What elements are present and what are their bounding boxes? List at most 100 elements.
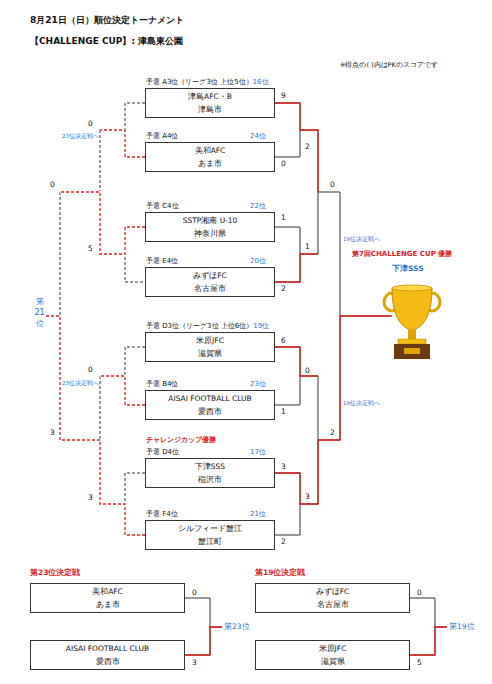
- team-city: 名古屋市: [256, 598, 409, 611]
- team-box: 予選 B4位23位AISAI FOOTBALL CLUB愛西市: [145, 390, 275, 420]
- rank-label: 17位: [250, 447, 266, 457]
- team-box: 予選 A4位24位美和AFCあま市: [145, 142, 275, 172]
- bracket-connector: [275, 103, 300, 157]
- team-city: 愛西市: [31, 655, 184, 668]
- team-box: 予選 E4位20位みずほFC名古屋市: [145, 267, 275, 297]
- award-note: チャレンジカップ優勝: [146, 435, 216, 445]
- route-note: 23位決定戦へ: [62, 133, 99, 140]
- seed-header: 予選 F4位 21位: [146, 509, 266, 519]
- title: 8月21日（日）順位決定トーナメント: [30, 15, 184, 26]
- underlay-line: [60, 192, 145, 254]
- team-name: 津島AFC・B: [146, 89, 274, 103]
- underlay: [45, 130, 145, 535]
- score: 1: [281, 213, 286, 222]
- rank-label: 20位: [250, 256, 266, 266]
- score: 9: [281, 91, 286, 100]
- rank-label: 21位: [250, 509, 266, 519]
- score: 3: [305, 492, 310, 501]
- rank-label: 22位: [250, 201, 266, 211]
- bracket-lines: [210, 130, 447, 627]
- winner-line: [100, 130, 145, 157]
- team-city: あま市: [31, 598, 184, 611]
- seed-label: 予選 E4位: [146, 256, 178, 266]
- score: 0: [281, 159, 286, 168]
- trophy-cup: [392, 288, 432, 330]
- team-box: 予選 F4位21位シルフィード蟹江蟹江町: [145, 520, 275, 550]
- score: 3: [88, 493, 93, 502]
- winner-line: [275, 316, 392, 504]
- team-city: 蟹江町: [146, 535, 274, 548]
- team-city: 稲沢市: [146, 473, 274, 486]
- champion-name: 下津SSS: [392, 264, 424, 273]
- seed-header: 予選 D3位（リーグ3位 上位6位）19位: [146, 321, 266, 331]
- bracket-connector: [185, 598, 210, 655]
- team-box: 予選 A3位（リーグ3位 上位5位）16位津島AFC・B津島市: [145, 88, 275, 118]
- team-name: 美和AFC: [31, 584, 184, 598]
- score: 1: [305, 242, 310, 251]
- bracket-line: [300, 130, 340, 254]
- team-box: チャレンジカップ優勝予選 D4位17位下津SSS稲沢市: [145, 458, 275, 488]
- score: 0: [50, 180, 55, 189]
- seed-header: 予選 A4位24位: [146, 131, 266, 141]
- trophy-base: [398, 339, 426, 344]
- winner-line: [60, 192, 145, 254]
- team-box: 予選 D3位（リーグ3位 上位6位）19位米原JFC滋賀県: [145, 332, 275, 362]
- score: 0: [305, 366, 310, 375]
- team-name: 美和AFC: [146, 143, 274, 157]
- team-city: 津島市: [146, 103, 274, 116]
- score: 0: [88, 365, 93, 374]
- winner-lines: [185, 103, 447, 655]
- seed-header: 予選 E4位 20位: [146, 256, 266, 266]
- seed-label: 予選 F4位: [146, 509, 178, 519]
- score: 0: [330, 180, 335, 189]
- score: 2: [281, 537, 286, 546]
- winner-line: [275, 254, 318, 282]
- score: 5: [417, 658, 422, 667]
- trophy-illustration: [384, 285, 440, 359]
- bracket-connector: [125, 227, 145, 282]
- seed-header: 予選 A3位（リーグ3位 上位5位）16位: [146, 77, 266, 87]
- trophy-plinth: [394, 344, 430, 359]
- team-city: 滋賀県: [256, 655, 409, 668]
- score: 0: [417, 588, 422, 597]
- team-name: 下津SSS: [146, 459, 274, 473]
- score: 2: [330, 428, 335, 437]
- team-box: 美和AFCあま市: [30, 583, 185, 613]
- bracket-connector: [125, 103, 145, 157]
- winner-line: [410, 627, 447, 655]
- team-name: AISAI FOOTBALL CLUB: [31, 641, 184, 655]
- underlay-line: [100, 130, 145, 157]
- score: 0: [88, 119, 93, 128]
- bracket-connector: [125, 473, 145, 535]
- team-box: 予選 C4位22位SSTP湘南 U-10神奈川県: [145, 212, 275, 242]
- seed-label: 予選 A4位: [146, 131, 178, 141]
- footnote: ※得点の( )内はPKのスコアです: [340, 62, 438, 70]
- score: 3: [192, 658, 197, 667]
- team-name: みずほFC: [146, 268, 274, 282]
- score: 0: [192, 588, 197, 597]
- underlay-line: [100, 376, 145, 405]
- bracket-connector: [125, 347, 145, 405]
- winner-line: [100, 376, 145, 405]
- team-city: 神奈川県: [146, 227, 274, 240]
- team-city: あま市: [146, 157, 274, 170]
- place-label: 第21位: [34, 296, 45, 329]
- team-box: みずほFC名古屋市: [255, 583, 410, 613]
- trophy-rim: [392, 285, 432, 291]
- score: 6: [281, 336, 286, 345]
- seed-header: 予選 B4位23位: [146, 379, 266, 389]
- rank-label: 19位: [253, 321, 269, 331]
- winner-line: [275, 347, 318, 376]
- team-name: シルフィード蟹江: [146, 521, 274, 535]
- team-box: 米原JFC滋賀県: [255, 640, 410, 670]
- rank-label: 16位: [253, 77, 269, 87]
- winner-line: [45, 316, 145, 535]
- place-label: 第23位: [224, 622, 250, 631]
- trophy-plate: [404, 348, 420, 354]
- score: 3: [281, 462, 286, 471]
- score: 3: [50, 428, 55, 437]
- score: 5: [88, 244, 93, 253]
- team-name: SSTP湘南 U-10: [146, 213, 274, 227]
